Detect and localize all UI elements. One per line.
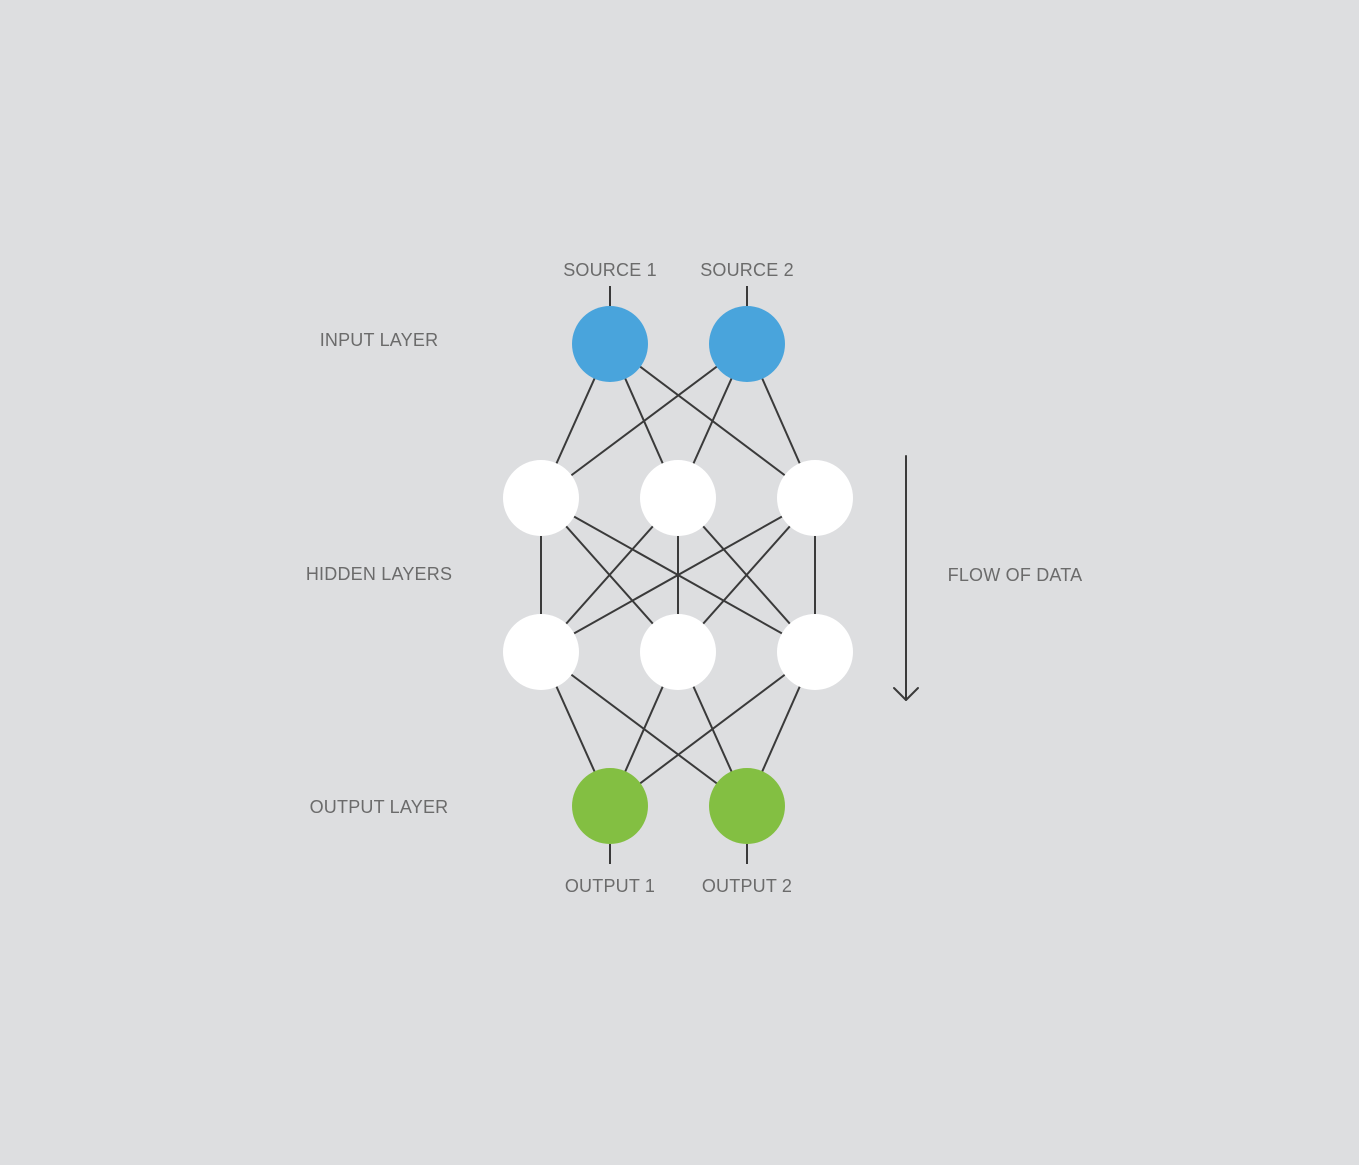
input-node-2 xyxy=(709,306,785,382)
input-node-1 xyxy=(572,306,648,382)
output-2-label: OUTPUT 2 xyxy=(702,876,792,896)
arrow-down-icon xyxy=(893,687,919,701)
input-layer-label: INPUT LAYER xyxy=(320,330,439,350)
hidden-layers-label: HIDDEN LAYERS xyxy=(306,564,452,584)
nodes xyxy=(503,306,853,844)
source-2-label: SOURCE 2 xyxy=(700,260,794,280)
hidden-layer-1-node-2 xyxy=(640,460,716,536)
io-stubs xyxy=(609,286,748,864)
connection-l2n3-l3n1 xyxy=(540,497,816,653)
hidden-layer-1-node-3 xyxy=(777,460,853,536)
output-node-2 xyxy=(709,768,785,844)
output-1-label: OUTPUT 1 xyxy=(565,876,655,896)
output-layer-label: OUTPUT LAYER xyxy=(310,797,449,817)
hidden-layer-1-node-1 xyxy=(503,460,579,536)
source-1-label: SOURCE 1 xyxy=(563,260,657,280)
flow-arrow xyxy=(893,455,919,701)
hidden-layer-2-node-1 xyxy=(503,614,579,690)
connection-l1n2-l2n1 xyxy=(540,343,748,499)
connection-l3n3-l4n1 xyxy=(609,651,816,807)
output-node-1 xyxy=(572,768,648,844)
flow-of-data-label: FLOW OF DATA xyxy=(948,565,1083,585)
hidden-layer-2-node-3 xyxy=(777,614,853,690)
hidden-layer-2-node-2 xyxy=(640,614,716,690)
